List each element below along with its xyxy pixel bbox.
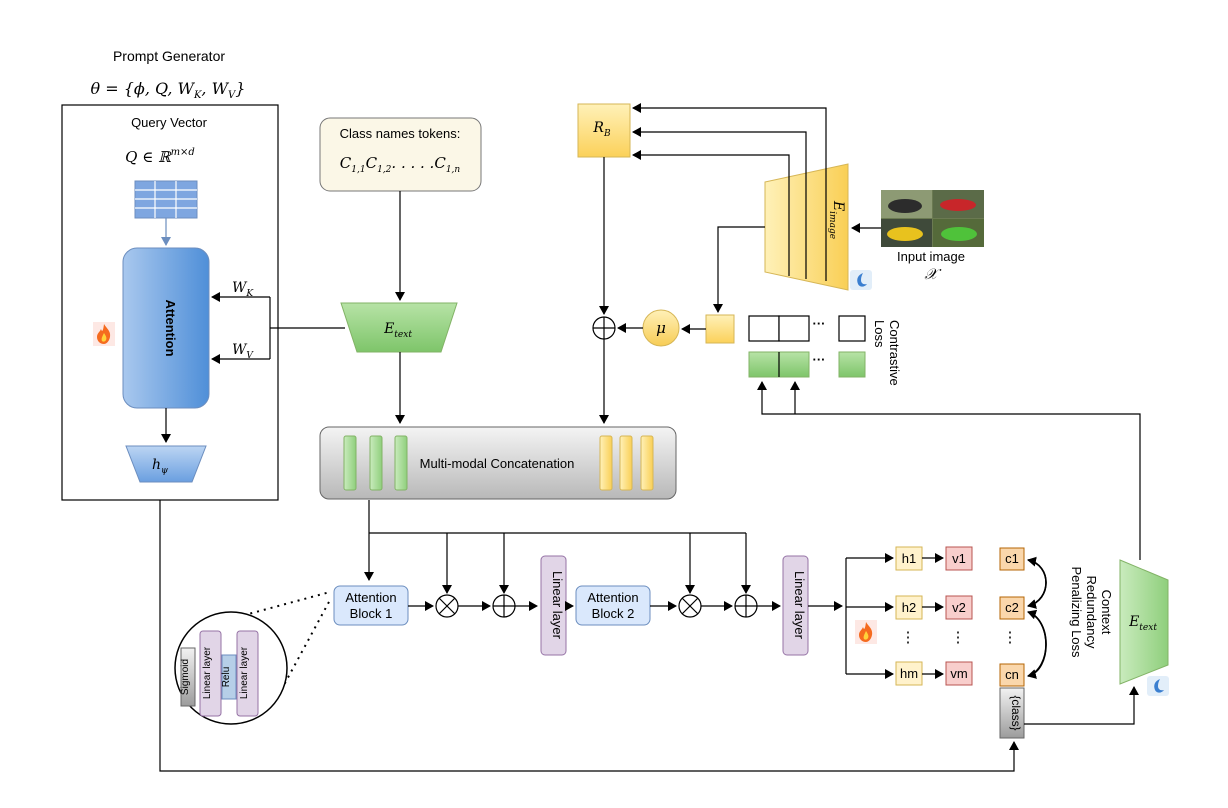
vdots-h: ⋮ [901,629,916,646]
h-node: h1 [895,546,923,571]
redundancy-arrow [1027,609,1047,677]
class-names-formula: C1,1C1,2. . . . .C1,n [340,154,461,175]
query-vector-label: Query Vector [131,115,208,130]
zoom-linear-layer-2 [236,630,259,717]
v-node: v1 [945,546,973,571]
v-node: vm [945,661,973,686]
c-node: cn [999,663,1025,687]
input-image-thumbnail [881,190,984,247]
contrastive-text-features [748,351,866,378]
text-encoder-top-label: Etext [383,321,412,340]
sigmoid-label: Sigmoid [180,659,191,695]
class-names-title: Class names tokens: [340,126,461,141]
q-formula: Q ∈ ℝm×d [125,147,195,166]
image-token-bar [640,435,654,491]
text-token-bar [394,435,408,491]
image-token-bar [599,435,613,491]
multimodal-concatenation [319,426,677,500]
svg-text:c1: c1 [1005,551,1019,566]
redundancy-arrow [1027,556,1047,607]
linear-layer-1-label: Linear layer [550,571,565,640]
snowflake-frozen-icon [850,270,872,290]
svg-text:vm: vm [950,666,967,681]
query-matrix-icon [134,180,198,219]
fire-icon [855,620,877,644]
class-token-box [999,687,1025,739]
vdots-c: ⋮ [1003,629,1018,646]
svg-text:v1: v1 [952,551,966,566]
snowflake-frozen-icon [1147,676,1169,696]
text-token-bar [343,435,357,491]
input-image-symbol: 𝒳 [925,265,942,283]
theta-formula: θ = {ϕ, Q, WK, WV} [91,79,246,101]
rb-box [577,103,631,158]
image-token-bar [619,435,633,491]
v-node: v2 [945,595,973,620]
image-encoder-label: Eimage [827,200,846,239]
prompt-generator-title: Prompt Generator [113,48,225,64]
c-node: c1 [999,547,1025,571]
text-encoder-top [340,302,458,353]
redundancy-arrow [1027,611,1047,679]
svg-text:hm: hm [900,666,918,681]
image-feature-square [705,314,735,344]
h-node: h2 [895,595,923,620]
h-psi-label: hψ [152,457,169,476]
sigmoid-layer [180,647,196,707]
ellipsis-bottom: ··· [813,352,826,367]
fire-icon [93,322,115,346]
ellipsis-top: ··· [813,316,826,331]
svg-text:h2: h2 [902,600,916,615]
rb-label: RB [592,120,611,139]
linear-layer-2-label: Linear layer [792,571,807,640]
multiply-node-1 [435,594,459,618]
vdots-v: ⋮ [951,629,966,646]
addition-node-top [592,316,616,340]
relu-label: Relu [221,667,232,688]
text-token-bar [369,435,383,491]
zoom-linear-layer-1 [199,630,222,717]
context-loss-label: ContextRedundancyPenalizing Loss [1069,566,1114,658]
zoom-linear-label-1: Linear layer [202,646,213,699]
text-encoder-right [1119,559,1169,685]
h-psi-head [125,445,207,483]
relu-layer [221,654,237,700]
svg-text:h1: h1 [902,551,916,566]
wk-label: WK [232,280,254,299]
attention-label: Attention [163,299,178,356]
redundancy-arrow [1027,559,1047,609]
multiply-node-2 [678,594,702,618]
zoom-linear-label-2: Linear layer [239,646,250,699]
svg-text:c2: c2 [1005,600,1019,615]
input-image-label: Input image [897,249,965,264]
class-token-label: {class} [1009,695,1023,730]
addition-node-2 [734,594,758,618]
wv-label: WV [232,342,254,361]
text-encoder-right-label: Etext [1128,614,1157,633]
h-node: hm [895,661,923,686]
concat-label: Multi-modal Concatenation [420,456,575,471]
addition-node-1 [492,594,516,618]
contrastive-image-features [748,315,866,342]
svg-text:v2: v2 [952,600,966,615]
svg-text:cn: cn [1005,667,1019,682]
mu-label: μ [656,319,666,337]
contrastive-loss-label: ContrastiveLoss [872,320,902,386]
c-node: c2 [999,596,1025,620]
